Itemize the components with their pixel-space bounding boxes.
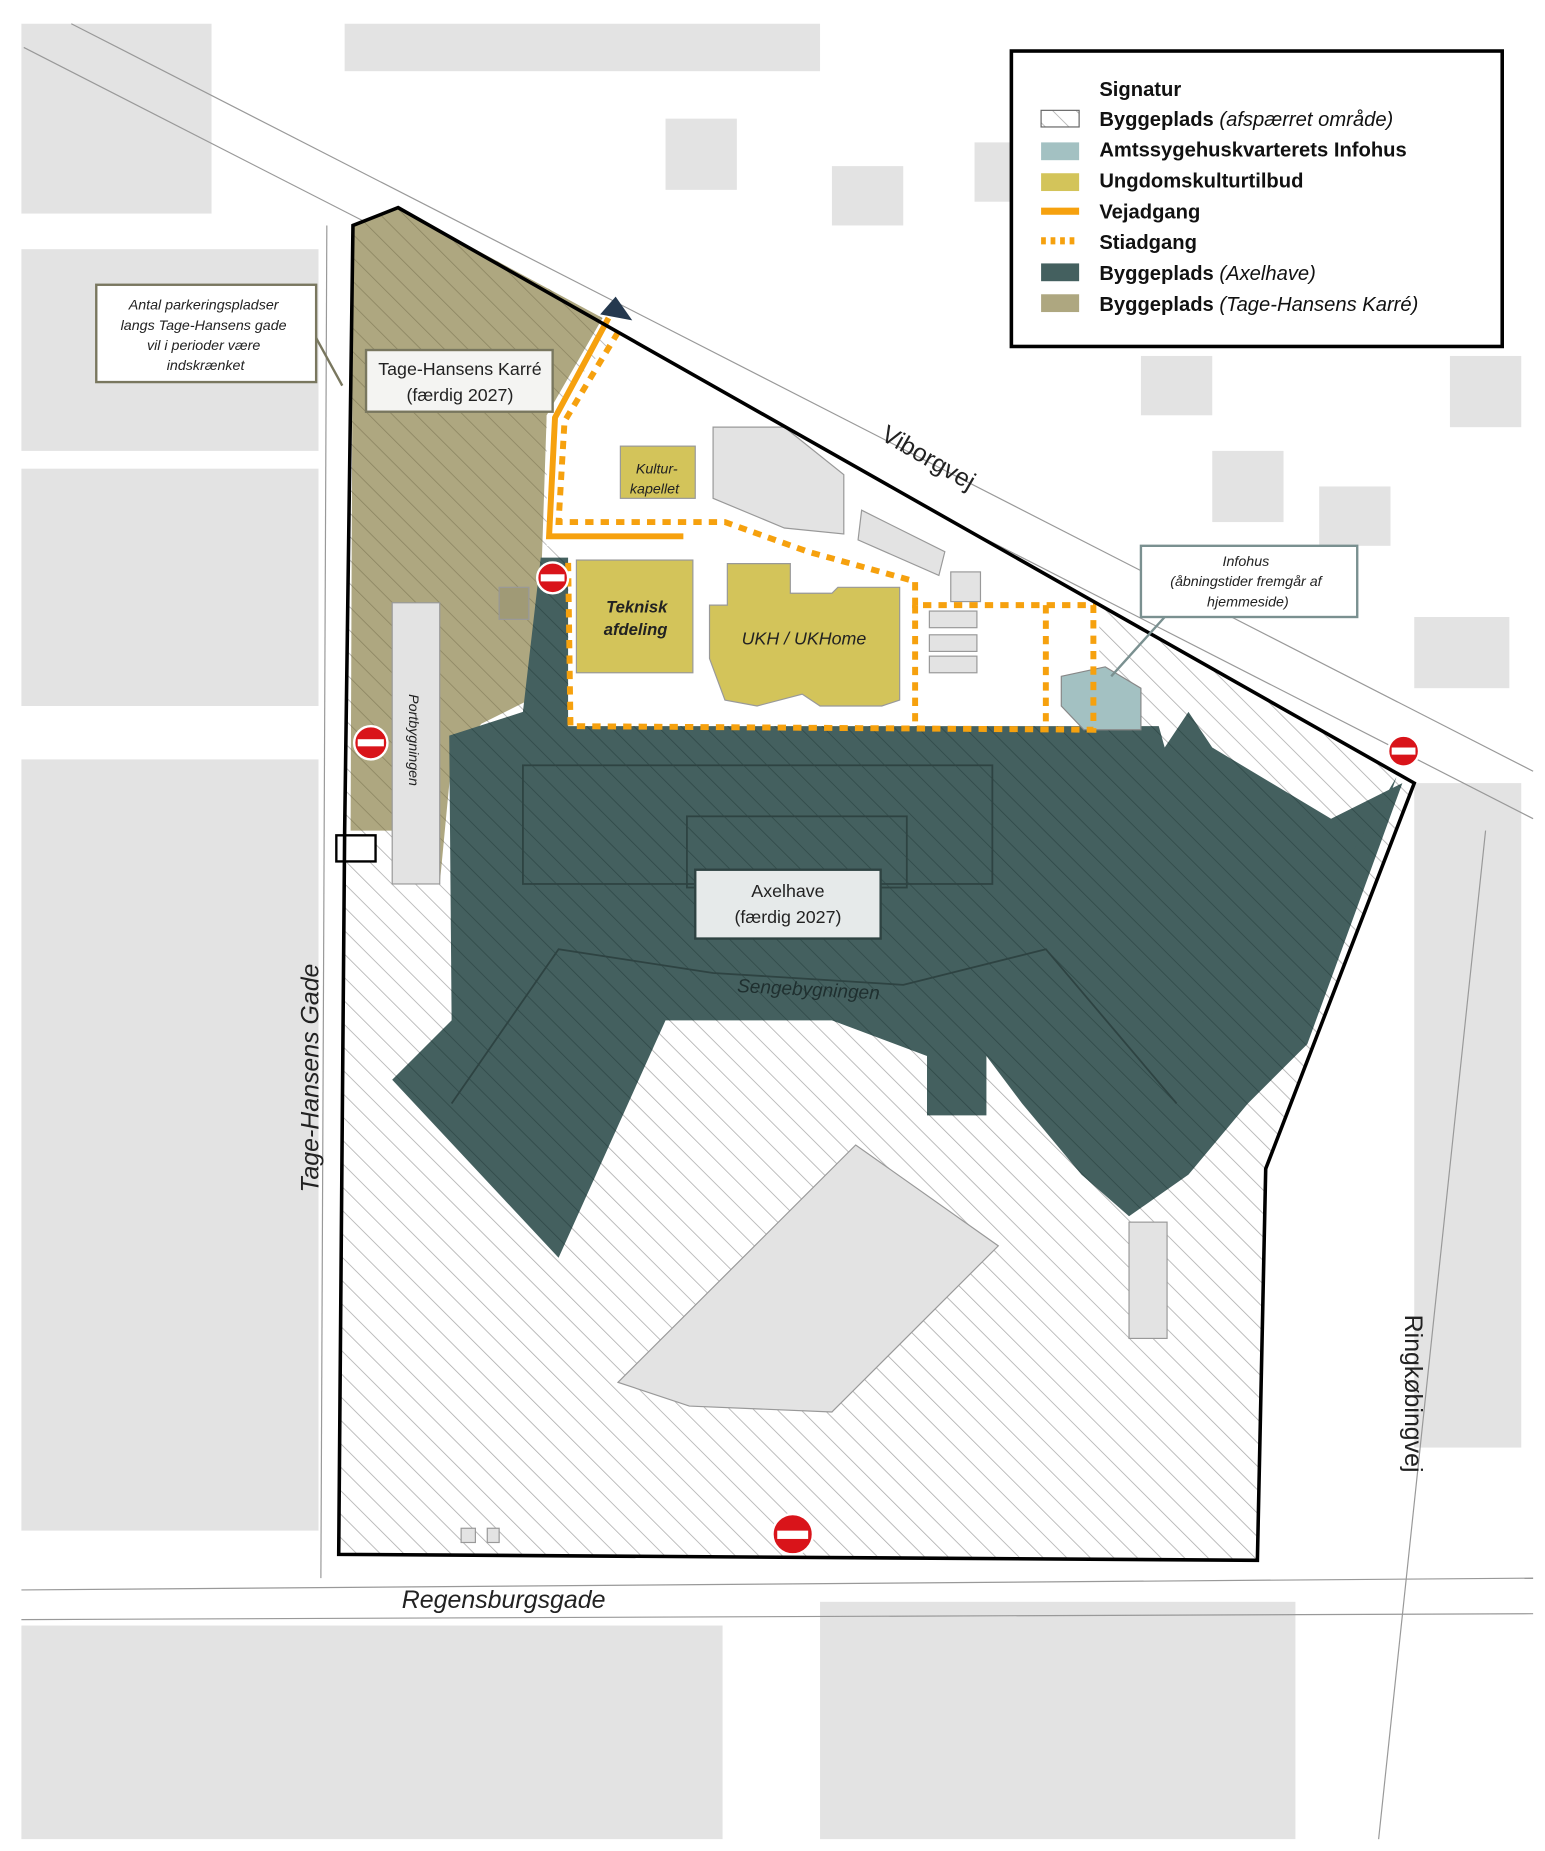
legend-item: Byggeplads (Axelhave) [1099,263,1316,285]
legend-title: Signatur [1099,79,1181,101]
no-entry-icon [771,1512,815,1556]
kulturkapellet-label: Kultur-kapellet [630,461,680,497]
legend-item: Byggeplads (Tage-Hansens Karré) [1099,294,1418,316]
svg-text:Antal parkeringspladser: Antal parkeringspladser langs Tage-Hanse… [121,298,291,375]
surrounding-buildings [21,23,1522,1840]
street-label-regensburgsgade: Regensburgsgade [402,1586,606,1614]
street-label-viborgvej: Viborgvej [876,420,980,496]
no-entry-icon [535,561,570,595]
legend-item: Byggeplads (afspærret område) [1099,109,1393,131]
ukh-building [708,563,901,707]
portbygningen-label: Portbygningen [405,694,421,786]
infohus-callout: Infohus (åbningstider fremgår af hjemmes… [1110,544,1359,678]
street-label-tage-hansens-gade: Tage-Hansens Gade [296,964,324,1193]
legend-item: Vejadgang [1099,201,1200,223]
svg-text:Axelhave(færdig 2027): Axelhave(færdig 2027) [734,881,841,927]
legend-item: Ungdomskulturtilbud [1099,170,1303,192]
street-label-ringkobingvej: Ringkøbingvej [1399,1315,1427,1473]
no-entry-icon [352,724,389,761]
ukh-label: UKH / UKHome [742,628,867,648]
svg-text:Tage-Hansens Karré(færdig 2027: Tage-Hansens Karré(færdig 2027) [378,359,541,405]
svg-text:Infohus (åbningstider fr: Infohus (åbningstider fremgår af hjemmes… [1170,554,1325,610]
axelhave-callout: Axelhave(færdig 2027) [694,868,882,940]
existing-buildings [335,426,1168,1544]
no-entry-icon [1386,734,1421,768]
kulturkapellet-building [619,445,696,499]
entry-arrow-icon [600,296,633,321]
legend-item: Amtssygehuskvarterets Infohus [1099,140,1406,162]
legend-item: Stiadgang [1099,232,1197,254]
road-access [545,316,684,540]
site-boundary [336,205,1417,1563]
parking-callout: Antal parkeringspladser langs Tage-Hanse… [95,283,344,387]
teknisk-afdeling-building [575,559,694,674]
karre-callout: Tage-Hansens Karré(færdig 2027) [364,348,554,413]
path-access [555,330,1097,733]
infohus-building [1060,666,1142,731]
legend: Signatur Byggeplads (afspærret område) A… [1009,49,1504,349]
